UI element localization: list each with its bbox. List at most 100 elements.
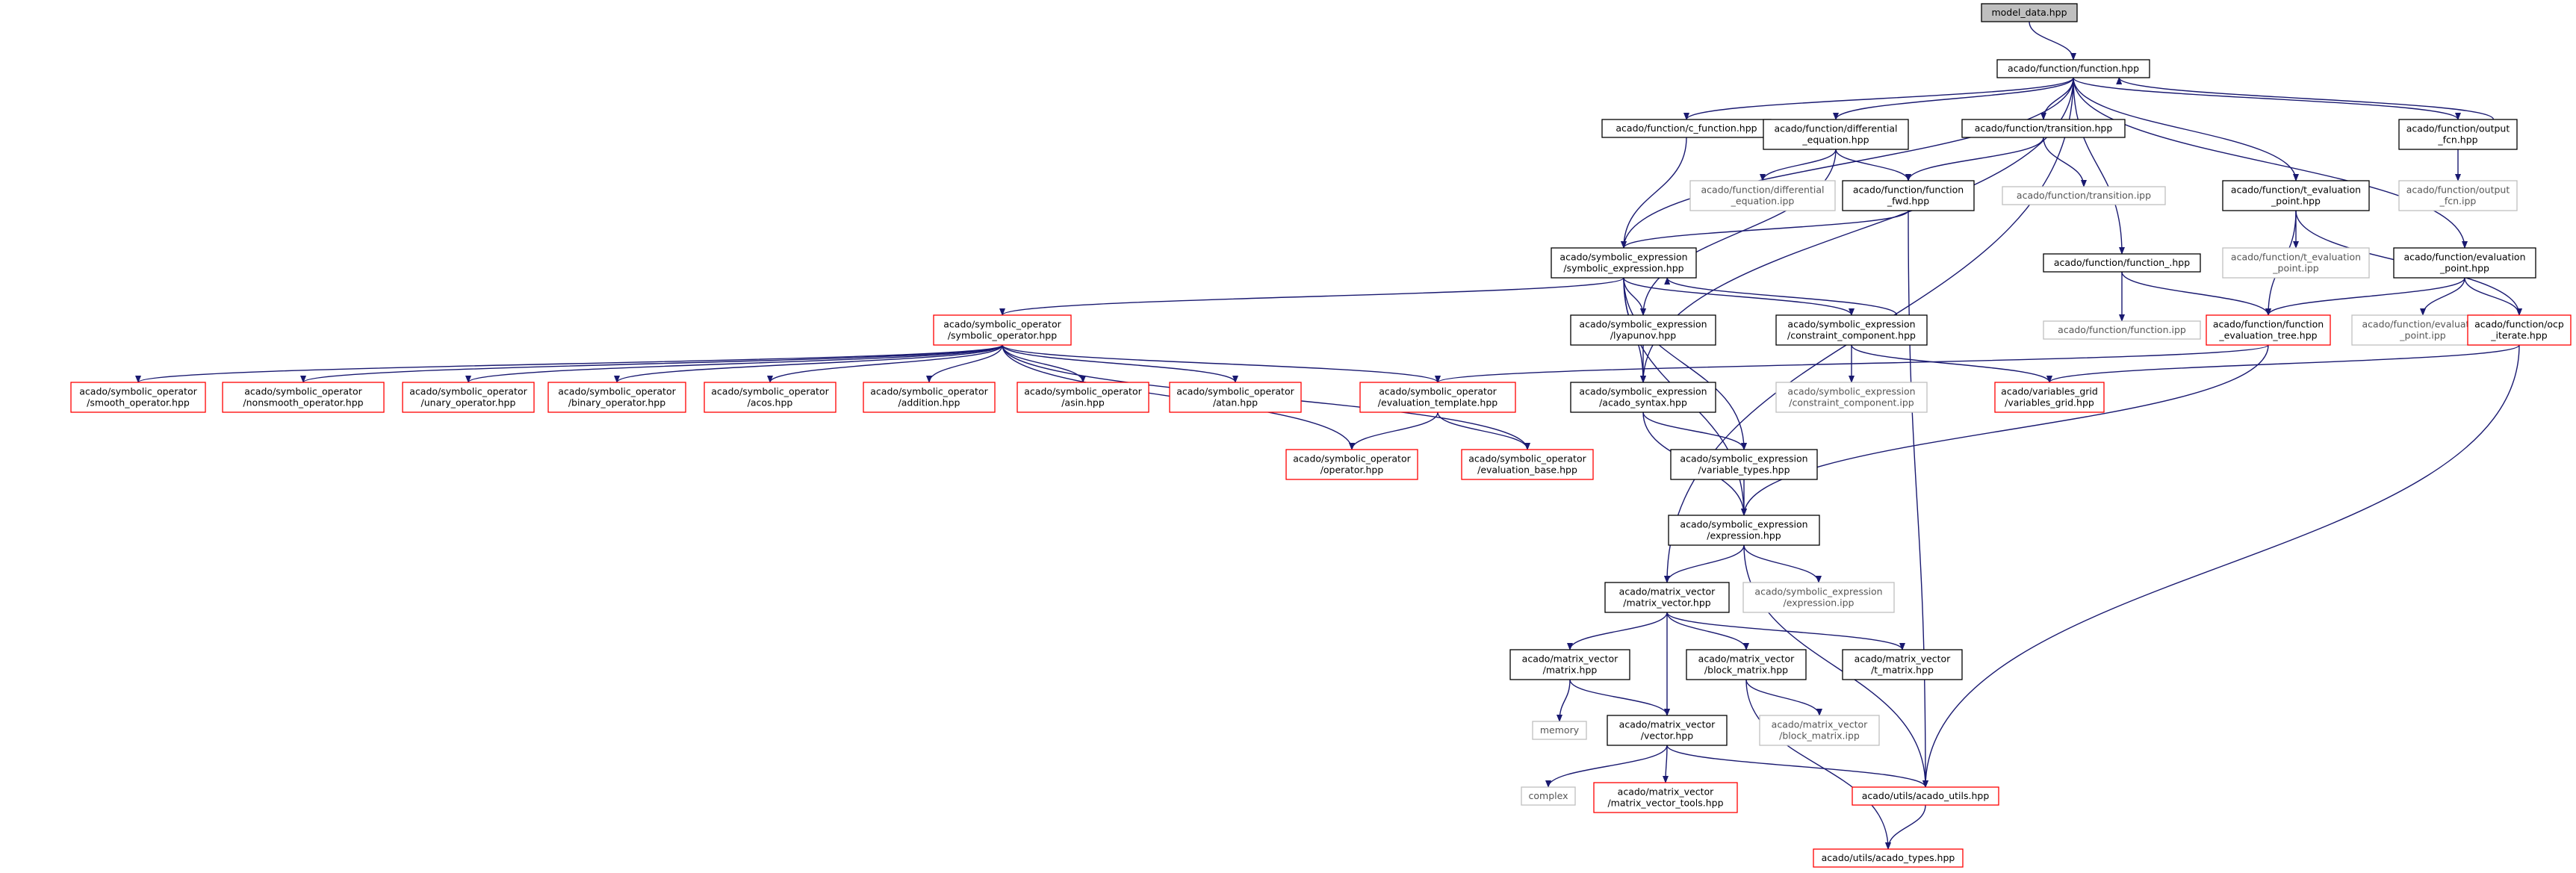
node-evaluation_template[interactable]: acado/symbolic_operator/evaluation_templ… [1359, 382, 1516, 413]
node-label-line: acado/symbolic_expression [1787, 386, 1915, 397]
node-function_evaluation_tree[interactable]: acado/function/function_evaluation_tree.… [2206, 314, 2331, 346]
node-box [1551, 247, 1697, 279]
node-acos[interactable]: acado/symbolic_operator/acos.hpp [704, 382, 837, 413]
node-label-line: /smooth_operator.hpp [87, 397, 190, 408]
node-symbolic_expression[interactable]: acado/symbolic_expression/symbolic_expre… [1551, 247, 1697, 279]
node-label-line: acado/symbolic_operator [79, 386, 197, 397]
node-box [1461, 449, 1594, 480]
node-matrix_vector[interactable]: acado/matrix_vector/matrix_vector.hpp [1604, 582, 1730, 613]
edge-block_matrix-to-block_matrix_ipp [1745, 679, 1822, 716]
node-box [704, 382, 837, 413]
node-complex: complex [1521, 786, 1576, 806]
node-matrix_vector_tools[interactable]: acado/matrix_vector/matrix_vector_tools.… [1593, 782, 1738, 813]
node-c_function[interactable]: acado/function/c_function.hpp [1601, 119, 1772, 138]
node-label-line: acado/matrix_vector [1772, 719, 1868, 730]
node-box [2043, 320, 2201, 340]
node-box [1521, 786, 1576, 806]
node-box [547, 382, 686, 413]
edge-block_matrix-to-acado_types [1745, 679, 1891, 850]
node-label-line: _equation.ipp [1731, 196, 1795, 207]
node-block_matrix[interactable]: acado/matrix_vector/block_matrix.hpp [1686, 649, 1807, 680]
node-output_fcn[interactable]: acado/function/output_fcn.hpp [2398, 119, 2518, 150]
node-vector[interactable]: acado/matrix_vector/vector.hpp [1607, 715, 1728, 746]
edge-function-to-symbolic_expression [1621, 77, 2074, 249]
node-ocp_iterate[interactable]: acado/function/ocp_iterate.hpp [2467, 314, 2572, 346]
node-addition[interactable]: acado/symbolic_operator/addition.hpp [863, 382, 996, 413]
node-evaluation_point[interactable]: acado/function/evaluation_point.hpp [2393, 247, 2536, 279]
edge-evaluation_point-to-function_evaluation_tree [2265, 277, 2465, 316]
node-box [1593, 782, 1738, 813]
node-box [1996, 59, 2150, 78]
node-function_ipp: acado/function/function.ipp [2043, 320, 2201, 340]
node-constraint_component[interactable]: acado/symbolic_expression/constraint_com… [1775, 314, 1928, 346]
node-box [2398, 119, 2518, 150]
node-symbolic_operator[interactable]: acado/symbolic_operator/symbolic_operato… [933, 314, 1072, 346]
node-label-line: /matrix.hpp [1543, 665, 1598, 676]
node-label-line: /variable_types.hpp [1698, 465, 1790, 476]
node-label-line: /constraint_component.ipp [1789, 397, 1914, 408]
node-unary_operator[interactable]: acado/symbolic_operator/unary_operator.h… [402, 382, 535, 413]
node-matrix[interactable]: acado/matrix_vector/matrix.hpp [1509, 649, 1630, 680]
node-t_matrix[interactable]: acado/matrix_vector/t_matrix.hpp [1842, 649, 1963, 680]
node-binary_operator[interactable]: acado/symbolic_operator/binary_operator.… [547, 382, 686, 413]
edge-function-to-output_fcn [2073, 77, 2461, 120]
nodes-layer: model_data.hpp acado/function/function.hp… [70, 3, 2572, 868]
edge-differential_equation-to-lyapunov [1640, 149, 1837, 316]
edge-differential_equation-to-differential_equation_ipp [1760, 149, 1837, 181]
node-box [222, 382, 385, 413]
node-t_evaluation_point[interactable]: acado/function/t_evaluation_point.hpp [2222, 180, 2370, 211]
edge-symbolic_expression-to-constraint_component [1623, 277, 1855, 316]
node-asin[interactable]: acado/symbolic_operator/asin.hpp [1017, 382, 1149, 413]
node-label-line: acado/symbolic_operator [943, 319, 1061, 330]
node-smooth_operator[interactable]: acado/symbolic_operator/smooth_operator.… [70, 382, 206, 413]
node-label-line: memory [1540, 724, 1580, 736]
node-evaluation_base[interactable]: acado/symbolic_operator/evaluation_base.… [1461, 449, 1594, 480]
node-lyapunov[interactable]: acado/symbolic_expression/lyapunov.hpp [1570, 314, 1716, 346]
node-label-line: /variables_grid.hpp [2005, 397, 2094, 408]
node-box [1689, 180, 1836, 211]
node-box [1763, 119, 1909, 150]
node-label-line: acado/symbolic_expression [1579, 319, 1707, 330]
node-box [2002, 186, 2166, 205]
node-box [1842, 180, 1975, 211]
node-expression_ipp: acado/symbolic_expression/expression.ipp [1742, 582, 1895, 613]
node-label-line: acado/variables_grid [2001, 386, 2098, 397]
node-label-line: acado/matrix_vector [1698, 653, 1795, 665]
node-function_fwd[interactable]: acado/function/function_fwd.hpp [1842, 180, 1975, 211]
edge-output_fcn-to-function [2116, 77, 2495, 120]
node-operator[interactable]: acado/symbolic_operator/operator.hpp [1285, 449, 1418, 480]
node-box [863, 382, 996, 413]
node-box [2398, 180, 2518, 211]
edge-evaluation_point-to-evaluation_point_ipp [2420, 277, 2465, 316]
node-transition[interactable]: acado/function/transition.hpp [1961, 119, 2126, 138]
edge-symbolic_operator-to-addition [926, 344, 1003, 383]
node-label-line: _point.hpp [2439, 263, 2489, 274]
node-label-line: /binary_operator.hpp [568, 397, 665, 408]
node-differential_equation[interactable]: acado/function/differential_equation.hpp [1763, 119, 1909, 150]
node-variables_grid[interactable]: acado/variables_grid/variables_grid.hpp [1994, 382, 2105, 413]
node-variable_types[interactable]: acado/symbolic_expression/variable_types… [1670, 449, 1818, 480]
node-function[interactable]: acado/function/function.hpp [1996, 59, 2150, 78]
node-memory: memory [1532, 721, 1587, 740]
node-expression[interactable]: acado/symbolic_expression/expression.hpp [1668, 515, 1820, 546]
node-model_data[interactable]: model_data.hpp [1981, 3, 2078, 22]
node-acado_syntax[interactable]: acado/symbolic_expression/acado_syntax.h… [1570, 382, 1716, 413]
node-label-line: acado/matrix_vector [1619, 719, 1716, 730]
node-label-line: _fcn.ipp [2439, 196, 2477, 207]
edge-evaluation_template-to-operator [1349, 411, 1438, 450]
node-label-line: acado/symbolic_expression [1579, 386, 1707, 397]
edge-symbolic_operator-to-atan [1002, 344, 1238, 383]
node-acado_types[interactable]: acado/utils/acado_types.hpp [1813, 848, 1964, 868]
node-nonsmooth_operator[interactable]: acado/symbolic_operator/nonsmooth_operat… [222, 382, 385, 413]
node-label-line: acado/symbolic_expression [1754, 586, 1882, 597]
node-label-line: acado/function/function.ipp [2058, 324, 2186, 335]
node-label-line: acado/function/function.hpp [2008, 63, 2139, 74]
node-label-line: acado/function/transition.hpp [1975, 122, 2113, 134]
node-label-line: acado/symbolic_expression [1680, 453, 1807, 465]
node-atan[interactable]: acado/symbolic_operator/atan.hpp [1169, 382, 1302, 413]
edge-function_evaluation_tree-to-evaluation_template [1435, 344, 2269, 383]
node-acado_utils[interactable]: acado/utils/acado_utils.hpp [1852, 786, 1999, 806]
node-function_[interactable]: acado/function/function_.hpp [2043, 253, 2201, 273]
node-label-line: _point.hpp [2271, 196, 2321, 207]
